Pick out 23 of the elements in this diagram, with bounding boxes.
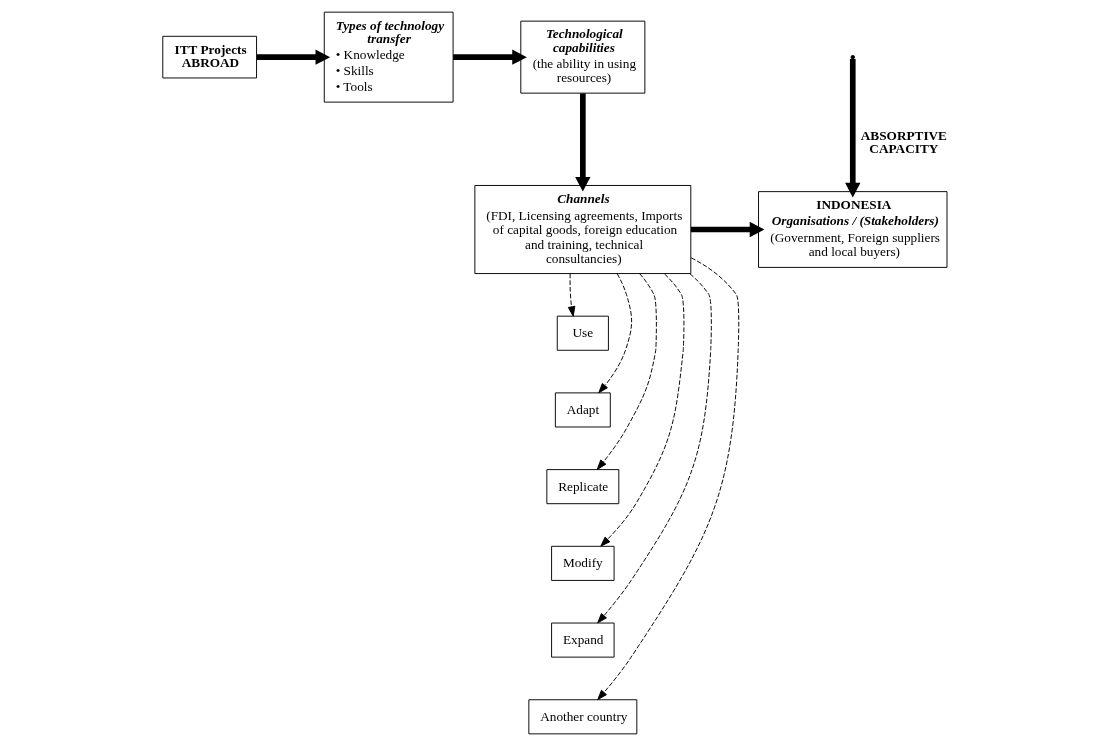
arrow: [596, 257, 739, 701]
arrow: [596, 273, 657, 470]
arrow: [452, 49, 527, 65]
node-box: Modify: [550, 545, 615, 581]
node-box: Adapt: [554, 392, 611, 428]
arrow: [597, 273, 632, 394]
edge-label: ABSORPTIVE CAPACITY: [860, 128, 947, 157]
arrow: [844, 58, 860, 198]
arrow: [567, 273, 575, 317]
arrow: [596, 273, 712, 624]
arrow: [574, 93, 590, 192]
node-box: Channels (FDI, Licensing agreements, Imports of capital goods, foreign education and training, technical consultancies): [473, 185, 691, 275]
node-box: Types of technology transfer • Knowledge • Skills • Tools: [323, 11, 454, 103]
node-box: Expand: [550, 622, 615, 658]
node-box: Technological capabilities (the ability in using resources): [519, 20, 645, 94]
node-box: Replicate: [545, 469, 619, 505]
arrow: [256, 49, 330, 65]
arrow: [599, 273, 684, 547]
node-box: Use: [556, 315, 609, 351]
arrow: [690, 221, 764, 238]
node-box: INDONESIA Organisations / (Stakeholders) (Government, Foreign suppliers and local buyers): [757, 191, 947, 268]
node-box: Another country: [527, 699, 637, 735]
node-box: ITT Projects ABROAD: [161, 35, 257, 79]
